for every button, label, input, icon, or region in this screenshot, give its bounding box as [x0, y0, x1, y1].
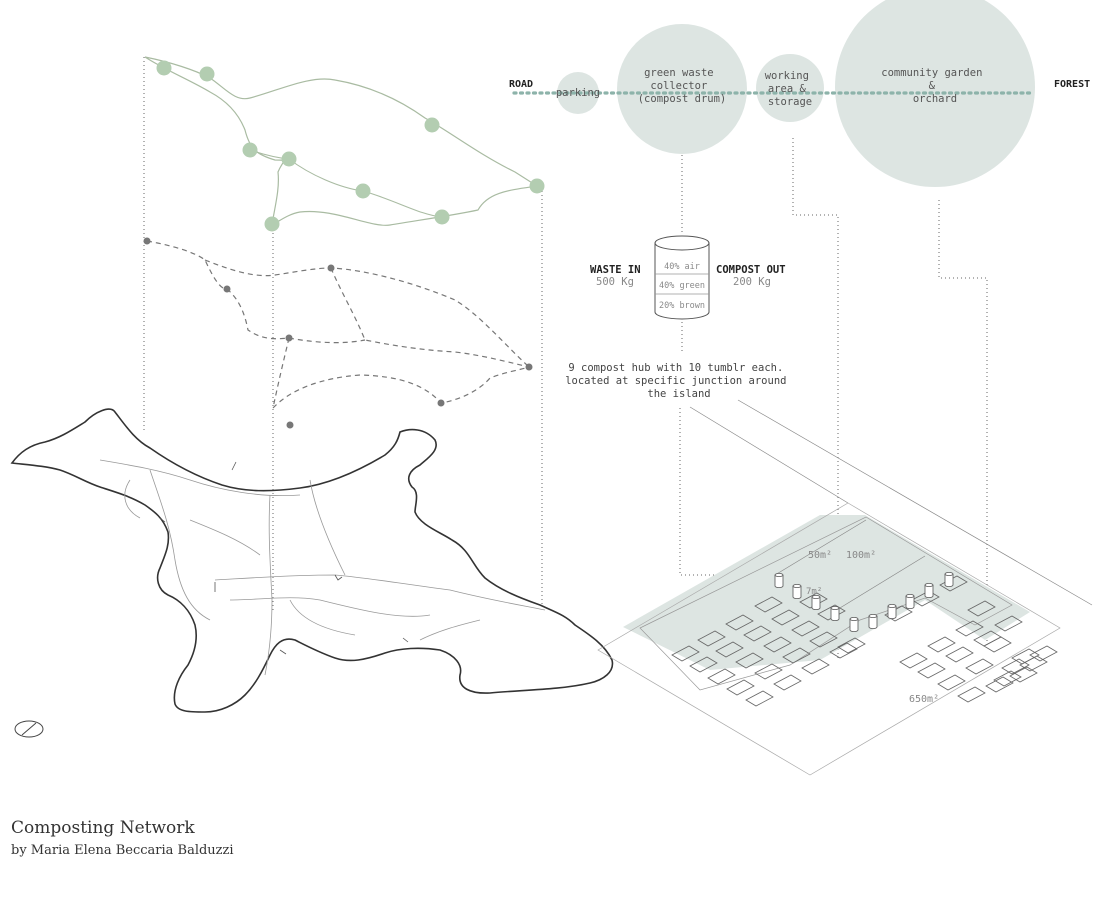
compost-out-label: COMPOST OUT: [716, 264, 786, 276]
garden-plot: [725, 614, 754, 631]
road-network-layer: [146, 240, 530, 409]
collector-circle: [617, 24, 747, 154]
area-650: 650m²: [909, 694, 939, 705]
garden-plot: [809, 631, 838, 648]
garden-plot: [671, 645, 700, 662]
process-flow: ROAD FOREST parking green waste collecto…: [509, 0, 1090, 187]
tumbler-icon: [849, 617, 859, 632]
garden-label: community garden & orchard: [881, 67, 988, 105]
tumbler-icon: [944, 572, 954, 587]
garden-plot: [754, 663, 783, 680]
tumbler-icon: [792, 584, 802, 599]
tumbler-icon: [887, 604, 897, 619]
garden-plot: [707, 668, 736, 685]
hub-note: 9 compost hub with 10 tumblr each. locat…: [565, 362, 793, 400]
compass-icon: [14, 720, 44, 738]
garden-plot: [697, 630, 726, 647]
garden-plot: [973, 630, 1002, 647]
garden-plot: [837, 637, 866, 654]
garden-plot: [927, 636, 956, 653]
diagram-title: Composting Network: [11, 818, 195, 838]
garden-plot: [735, 652, 764, 669]
garden-plot: [1009, 666, 1038, 683]
area-50: 50m²: [808, 550, 832, 561]
hub-node: [242, 142, 258, 158]
garden-plot: [994, 615, 1023, 632]
tumbler-icon: [830, 606, 840, 621]
garden-plot: [965, 658, 994, 675]
garden-plot: [1029, 645, 1058, 662]
garden-plot: [911, 590, 940, 607]
compost-route-layer: [144, 56, 545, 232]
parking-label: parking: [556, 87, 600, 99]
working-label: working area & storage: [765, 70, 816, 108]
garden-plot: [993, 670, 1022, 687]
garden-plot: [1019, 655, 1048, 672]
hub-node: [434, 209, 450, 225]
site-shade: [623, 515, 1030, 670]
compost-drum: 40% air 40% green 20% brown WASTE IN 500…: [590, 155, 786, 352]
garden-plot: [745, 690, 774, 707]
plan-connectors: [679, 138, 988, 660]
hub-node: [529, 178, 545, 194]
compost-route-outline: [144, 56, 539, 227]
projection-lines: [143, 57, 543, 610]
garden-plot: [985, 676, 1014, 693]
tumbler-icon: [868, 614, 878, 629]
layer-green: 40% green: [659, 281, 705, 291]
hub-node: [264, 216, 280, 232]
garden-plot: [743, 625, 772, 642]
garden-plot: [763, 636, 792, 653]
road-label: ROAD: [509, 79, 533, 90]
hub-node: [156, 60, 172, 76]
diagram-author: by Maria Elena Beccaria Balduzzi: [11, 843, 234, 858]
garden-plot: [771, 609, 800, 626]
tumbler-icon: [774, 573, 784, 588]
layer-air: 40% air: [664, 262, 700, 272]
garden-plot: [801, 658, 830, 675]
waste-in-amount: 500 Kg: [596, 276, 634, 288]
garden-plot: [754, 596, 783, 613]
garden-plot: [937, 674, 966, 691]
garden-plot: [899, 652, 928, 669]
collector-label: green waste collector (compost drum): [638, 67, 727, 105]
garden-plot: [799, 592, 828, 609]
garden-plot: [689, 656, 718, 673]
hub-node: [355, 183, 371, 199]
island-map: [10, 408, 614, 738]
garden-plot: [1001, 658, 1030, 675]
tumbler-icon: [905, 594, 915, 609]
compost-out-amount: 200 Kg: [733, 276, 771, 288]
garden-plot: [782, 647, 811, 664]
garden-plot: [967, 600, 996, 617]
hub-node: [199, 66, 215, 82]
garden-plot: [773, 674, 802, 691]
garden-plot: [829, 642, 858, 659]
garden-plots: [671, 575, 1058, 707]
road-nodes: [143, 237, 533, 429]
garden-plot: [1011, 648, 1040, 665]
garden-plot: [957, 686, 986, 703]
layer-brown: 20% brown: [659, 301, 705, 311]
working-circle: [756, 54, 824, 122]
garden-plot: [917, 662, 946, 679]
tumblers: [774, 572, 954, 632]
waste-in-label: WASTE IN: [590, 264, 641, 276]
hub-node: [424, 117, 440, 133]
garden-plot: [726, 679, 755, 696]
isometric-site-plan: 50m² 100m² 7m² 650m²: [597, 399, 1093, 776]
garden-plot: [791, 620, 820, 637]
garden-plot: [715, 641, 744, 658]
forest-label: FOREST: [1054, 79, 1090, 90]
area-100: 100m²: [846, 550, 876, 561]
hub-node: [281, 151, 297, 167]
area-7: 7m²: [806, 587, 822, 597]
island-coastline: [10, 408, 614, 713]
tumbler-icon: [924, 583, 934, 598]
garden-plot: [955, 620, 984, 637]
garden-plot: [945, 646, 974, 663]
tumbler-icon: [811, 595, 821, 610]
garden-plot: [817, 604, 846, 621]
